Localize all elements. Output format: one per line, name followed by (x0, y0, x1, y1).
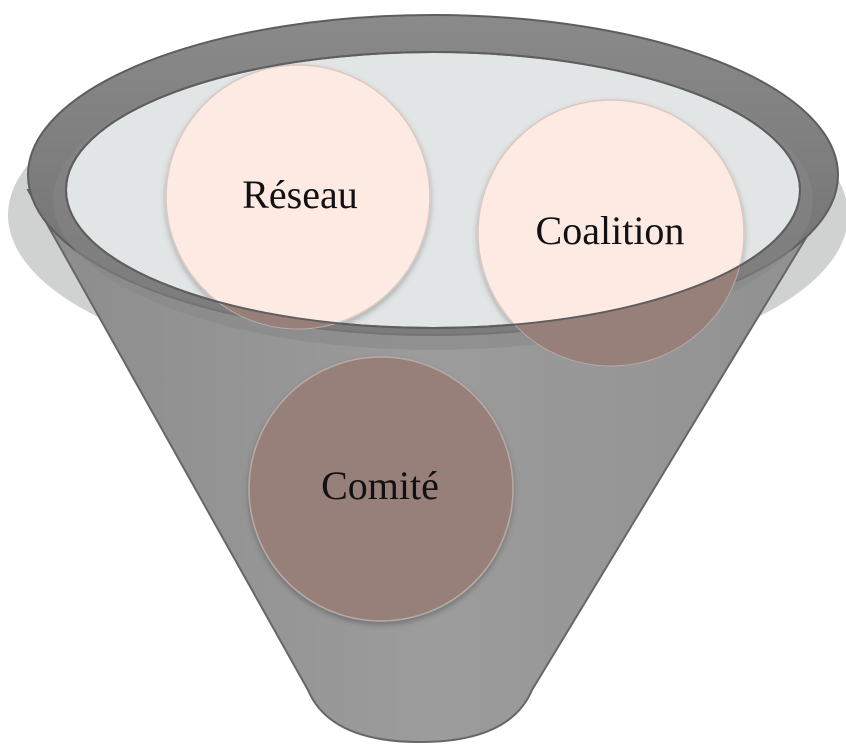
label-reseau: Réseau (242, 172, 358, 217)
label-comite: Comité (321, 463, 439, 508)
label-coalition: Coalition (536, 208, 685, 253)
